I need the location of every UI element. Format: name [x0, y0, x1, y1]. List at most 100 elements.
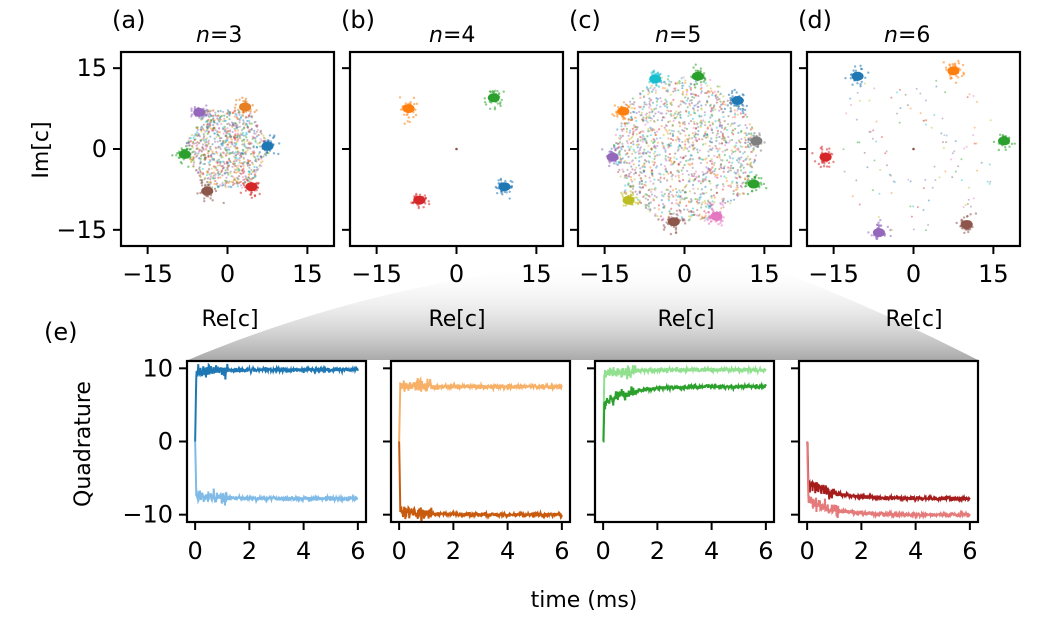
sparse-point	[890, 191, 893, 194]
sparse-point	[889, 174, 892, 177]
cluster-scatter	[692, 66, 695, 69]
sparse-point	[919, 92, 922, 95]
cloud-point	[737, 124, 740, 128]
cloud-point	[672, 119, 675, 123]
cluster-scatter	[612, 146, 616, 149]
cloud-point	[736, 192, 739, 195]
series-line	[194, 362, 359, 442]
cluster-point	[819, 152, 832, 162]
cloud-point	[669, 163, 673, 166]
cloud-point	[692, 147, 695, 150]
cloud-point	[684, 102, 687, 105]
cloud-point	[632, 103, 635, 106]
cloud-point	[240, 151, 243, 155]
cloud-point	[705, 166, 708, 169]
cloud-point	[230, 138, 233, 141]
cloud-point	[652, 138, 655, 141]
cloud-point	[219, 115, 222, 119]
cloud-point	[654, 91, 657, 94]
cloud-point	[210, 109, 213, 112]
cloud-point	[715, 101, 719, 104]
cloud-point	[660, 119, 664, 122]
cloud-point	[736, 181, 739, 184]
cloud-point	[720, 203, 723, 206]
cloud-point	[190, 160, 193, 164]
cloud-point	[700, 92, 703, 95]
cloud-point	[678, 144, 682, 147]
cloud-point	[692, 96, 696, 99]
cloud-point	[710, 203, 714, 206]
cloud-point	[209, 160, 212, 163]
cloud-point	[709, 159, 712, 162]
cloud-point	[648, 91, 651, 94]
cloud-point	[695, 139, 698, 142]
cloud-point	[752, 161, 755, 164]
sparse-point	[910, 215, 913, 218]
sparse-point	[924, 123, 927, 126]
cloud-point	[649, 208, 652, 211]
cloud-point	[651, 160, 654, 163]
cloud-point	[741, 145, 744, 148]
cloud-point	[669, 190, 672, 193]
cloud-point	[668, 152, 671, 156]
cloud-point	[619, 136, 623, 139]
cluster-scatter	[505, 191, 508, 194]
cloud-point	[625, 130, 628, 133]
cloud-point	[674, 175, 677, 178]
cloud-point	[645, 112, 648, 115]
cloud-point	[648, 201, 651, 204]
x-tick-label: 6	[962, 537, 977, 565]
sparse-point	[964, 203, 967, 206]
cluster-scatter	[208, 112, 211, 116]
cloud-point	[743, 132, 746, 135]
cloud-point	[649, 208, 652, 211]
cloud-point	[718, 153, 721, 156]
cloud-point	[206, 128, 209, 131]
cloud-point	[210, 172, 213, 175]
cluster-point	[710, 211, 723, 221]
cloud-point	[669, 141, 672, 145]
cloud-point	[241, 186, 244, 189]
cloud-point	[618, 161, 621, 164]
cloud-point	[187, 141, 190, 144]
cloud-point	[745, 157, 748, 160]
cloud-point	[649, 86, 652, 90]
cloud-point	[653, 194, 656, 197]
cloud-point	[683, 120, 686, 124]
cloud-point	[197, 133, 200, 137]
cloud-point	[219, 176, 222, 179]
cloud-point	[700, 188, 703, 191]
cloud-point	[250, 114, 253, 118]
cloud-point	[689, 163, 692, 166]
cloud-point	[636, 140, 639, 143]
cloud-point	[618, 150, 621, 153]
cloud-point	[715, 93, 718, 96]
cloud-point	[630, 107, 634, 110]
cloud-point	[213, 177, 216, 180]
cluster-scatter	[199, 179, 202, 182]
title-d: n=6	[884, 23, 930, 48]
cloud-point	[192, 155, 195, 159]
cloud-point	[727, 169, 731, 172]
cloud-point	[681, 93, 685, 96]
cloud-point	[236, 124, 239, 127]
cluster-scatter	[967, 228, 970, 231]
cloud-point	[710, 204, 713, 207]
cloud-point	[753, 159, 757, 163]
cloud-point	[649, 180, 652, 183]
cloud-point	[642, 116, 645, 119]
cloud-point	[709, 172, 712, 175]
cloud-point	[217, 127, 221, 130]
cloud-point	[226, 171, 229, 174]
cloud-point	[222, 160, 226, 164]
sparse-point	[878, 192, 881, 195]
sparse-point	[912, 205, 915, 208]
cloud-point	[242, 161, 245, 164]
cloud-point	[629, 171, 632, 174]
cluster-scatter	[745, 182, 748, 185]
cloud-point	[693, 120, 696, 124]
sparse-point	[896, 91, 899, 94]
cluster-scatter	[828, 147, 831, 150]
cluster-scatter	[817, 162, 821, 166]
cloud-point	[628, 100, 632, 103]
